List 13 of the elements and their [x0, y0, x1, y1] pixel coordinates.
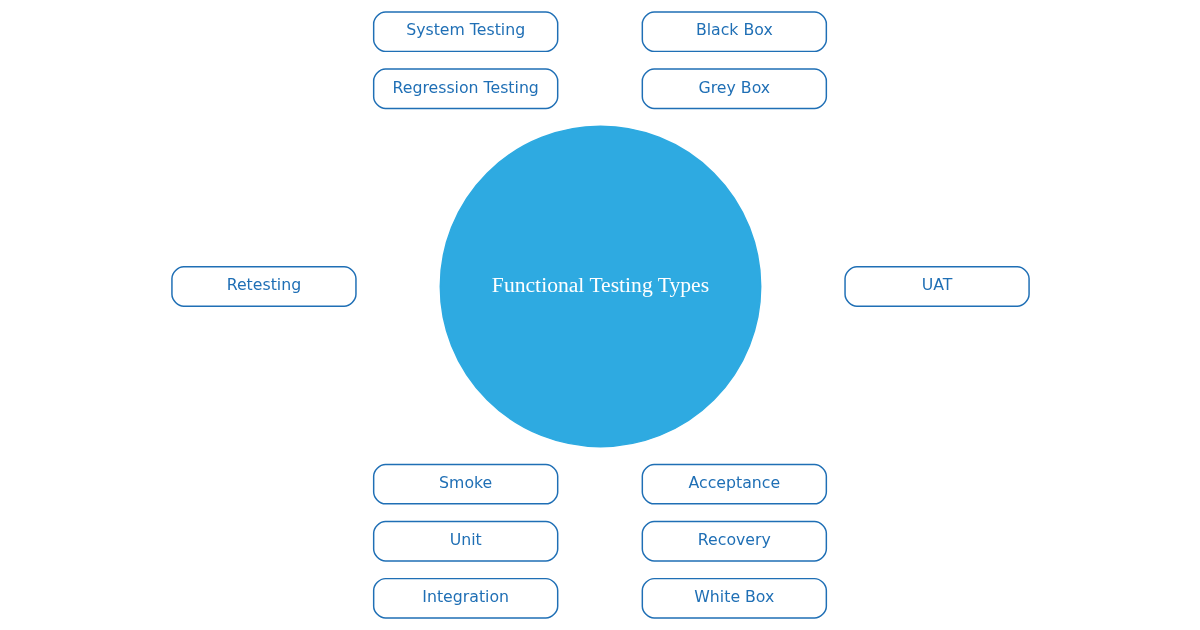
node-box: Black Box: [641, 11, 827, 53]
node-box: Smoke: [372, 463, 558, 505]
node-box: Recovery: [641, 520, 827, 562]
node-box: Integration: [372, 577, 558, 619]
node-box: Regression Testing: [372, 68, 558, 110]
node-box: White Box: [641, 577, 827, 619]
node-box: UAT: [843, 266, 1030, 307]
node-circle: Functional Testing Types: [439, 125, 761, 448]
node-box: Retesting: [170, 266, 357, 307]
node-box: Unit: [372, 520, 558, 562]
node-box: System Testing: [372, 11, 558, 53]
node-box: Grey Box: [641, 68, 827, 110]
node-box: Acceptance: [641, 463, 827, 505]
